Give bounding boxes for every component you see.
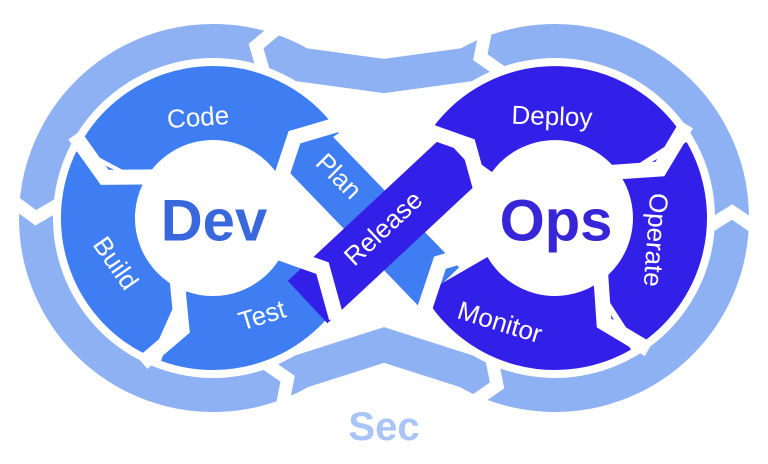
operate-segment — [596, 142, 707, 346]
sec-arrow-notch-bottom-left — [258, 355, 295, 411]
joint-code-build — [68, 130, 157, 185]
monitor-segment — [423, 255, 631, 370]
joint-release-deploy — [417, 120, 490, 198]
joint-test-release — [271, 243, 344, 321]
sec-arrow-notch-bottom-right — [467, 353, 505, 409]
joint-operate-monitor — [592, 270, 653, 357]
deploy-segment — [432, 66, 683, 177]
sec-arrow-notch-top-right — [473, 25, 510, 81]
joint-plan-code — [270, 115, 347, 189]
code-label: Code — [166, 100, 230, 134]
ops-label: Ops — [500, 189, 613, 254]
sec-arrow-notch-top-left — [248, 21, 285, 78]
ops-loop-ring — [423, 66, 707, 370]
sec-ribbon-path — [19, 24, 749, 412]
dev-label: Dev — [161, 189, 267, 254]
sec-label: Sec — [348, 405, 419, 449]
joint-deploy-operate — [607, 120, 694, 181]
segment-joints — [68, 115, 694, 369]
sec-arrow-notch-left — [6, 194, 66, 226]
ops-center-disc — [477, 140, 633, 296]
release-band — [287, 136, 483, 324]
operate-label: Operate — [638, 192, 674, 288]
joint-monitor-plan — [416, 240, 492, 315]
sec-loop-ribbon — [6, 21, 762, 412]
code-segment — [78, 66, 339, 183]
deploy-label: Deploy — [511, 100, 593, 133]
joint-build-test — [137, 277, 190, 369]
build-segment — [60, 151, 183, 357]
dev-center-disc — [135, 140, 291, 296]
sec-arrow-notch-right — [702, 204, 762, 235]
